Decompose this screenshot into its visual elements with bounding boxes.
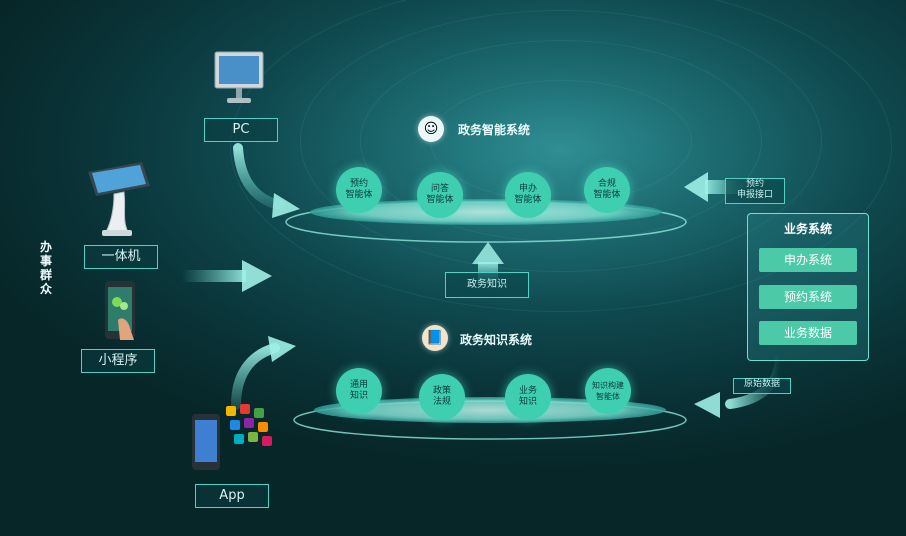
app-phone-icon xyxy=(192,404,272,470)
pc-label: PC xyxy=(204,118,278,142)
pc-arrow xyxy=(233,143,285,210)
crowd-arrow-head xyxy=(242,260,272,292)
knowledge-system-title: 政务知识系统 xyxy=(460,333,533,347)
business-system-title: 业务系统 xyxy=(783,222,832,236)
raw-data-arrow-head xyxy=(694,392,720,418)
business-item-application: 申办系统 xyxy=(759,248,857,272)
business-system-panel: 业务系统 申办系统 预约系统 业务数据 xyxy=(747,213,869,361)
crowd-arrow xyxy=(182,270,246,282)
crowd-label: 办事群众 xyxy=(39,240,52,296)
smart-node-booking: 预约 智能体 xyxy=(336,167,382,213)
app-arrow-head xyxy=(268,336,296,362)
robot-icon: ☺ xyxy=(418,116,444,142)
raw-data-tag: 原始数据 xyxy=(733,378,791,394)
business-item-data: 业务数据 xyxy=(759,321,857,345)
smart-node-application: 申办 智能体 xyxy=(505,172,551,218)
business-item-booking: 预约系统 xyxy=(759,285,857,309)
knowledge-up-head xyxy=(472,242,504,264)
pc-monitor-icon xyxy=(214,51,264,103)
booking-interface-tag: 预约 申报接口 xyxy=(725,178,785,204)
app-label: App xyxy=(195,484,269,508)
smart-node-compliance: 合规 智能体 xyxy=(584,167,630,213)
app-arrow xyxy=(231,343,280,410)
smart-node-qa: 问答 智能体 xyxy=(417,172,463,218)
book-icon: 📘 xyxy=(422,325,448,351)
smart-system-title: 政务智能系统 xyxy=(458,123,531,137)
pc-arrow-head xyxy=(272,193,300,218)
knowledge-up-tag: 政务知识 xyxy=(445,272,529,298)
mini-program-label: 小程序 xyxy=(81,349,155,373)
smart-platform-disc xyxy=(310,199,662,225)
knowledge-node-policy: 政策 法规 xyxy=(419,374,465,420)
knowledge-platform-disc xyxy=(314,397,666,423)
phone-icon xyxy=(105,281,135,340)
knowledge-node-business: 业务 知识 xyxy=(505,374,551,420)
knowledge-node-general: 通用 知识 xyxy=(336,368,382,414)
kiosk-icon xyxy=(88,162,150,236)
kiosk-label: 一体机 xyxy=(84,245,158,269)
booking-arrow-head xyxy=(684,172,708,202)
knowledge-node-builder: 知识构建 智能体 xyxy=(585,368,631,414)
